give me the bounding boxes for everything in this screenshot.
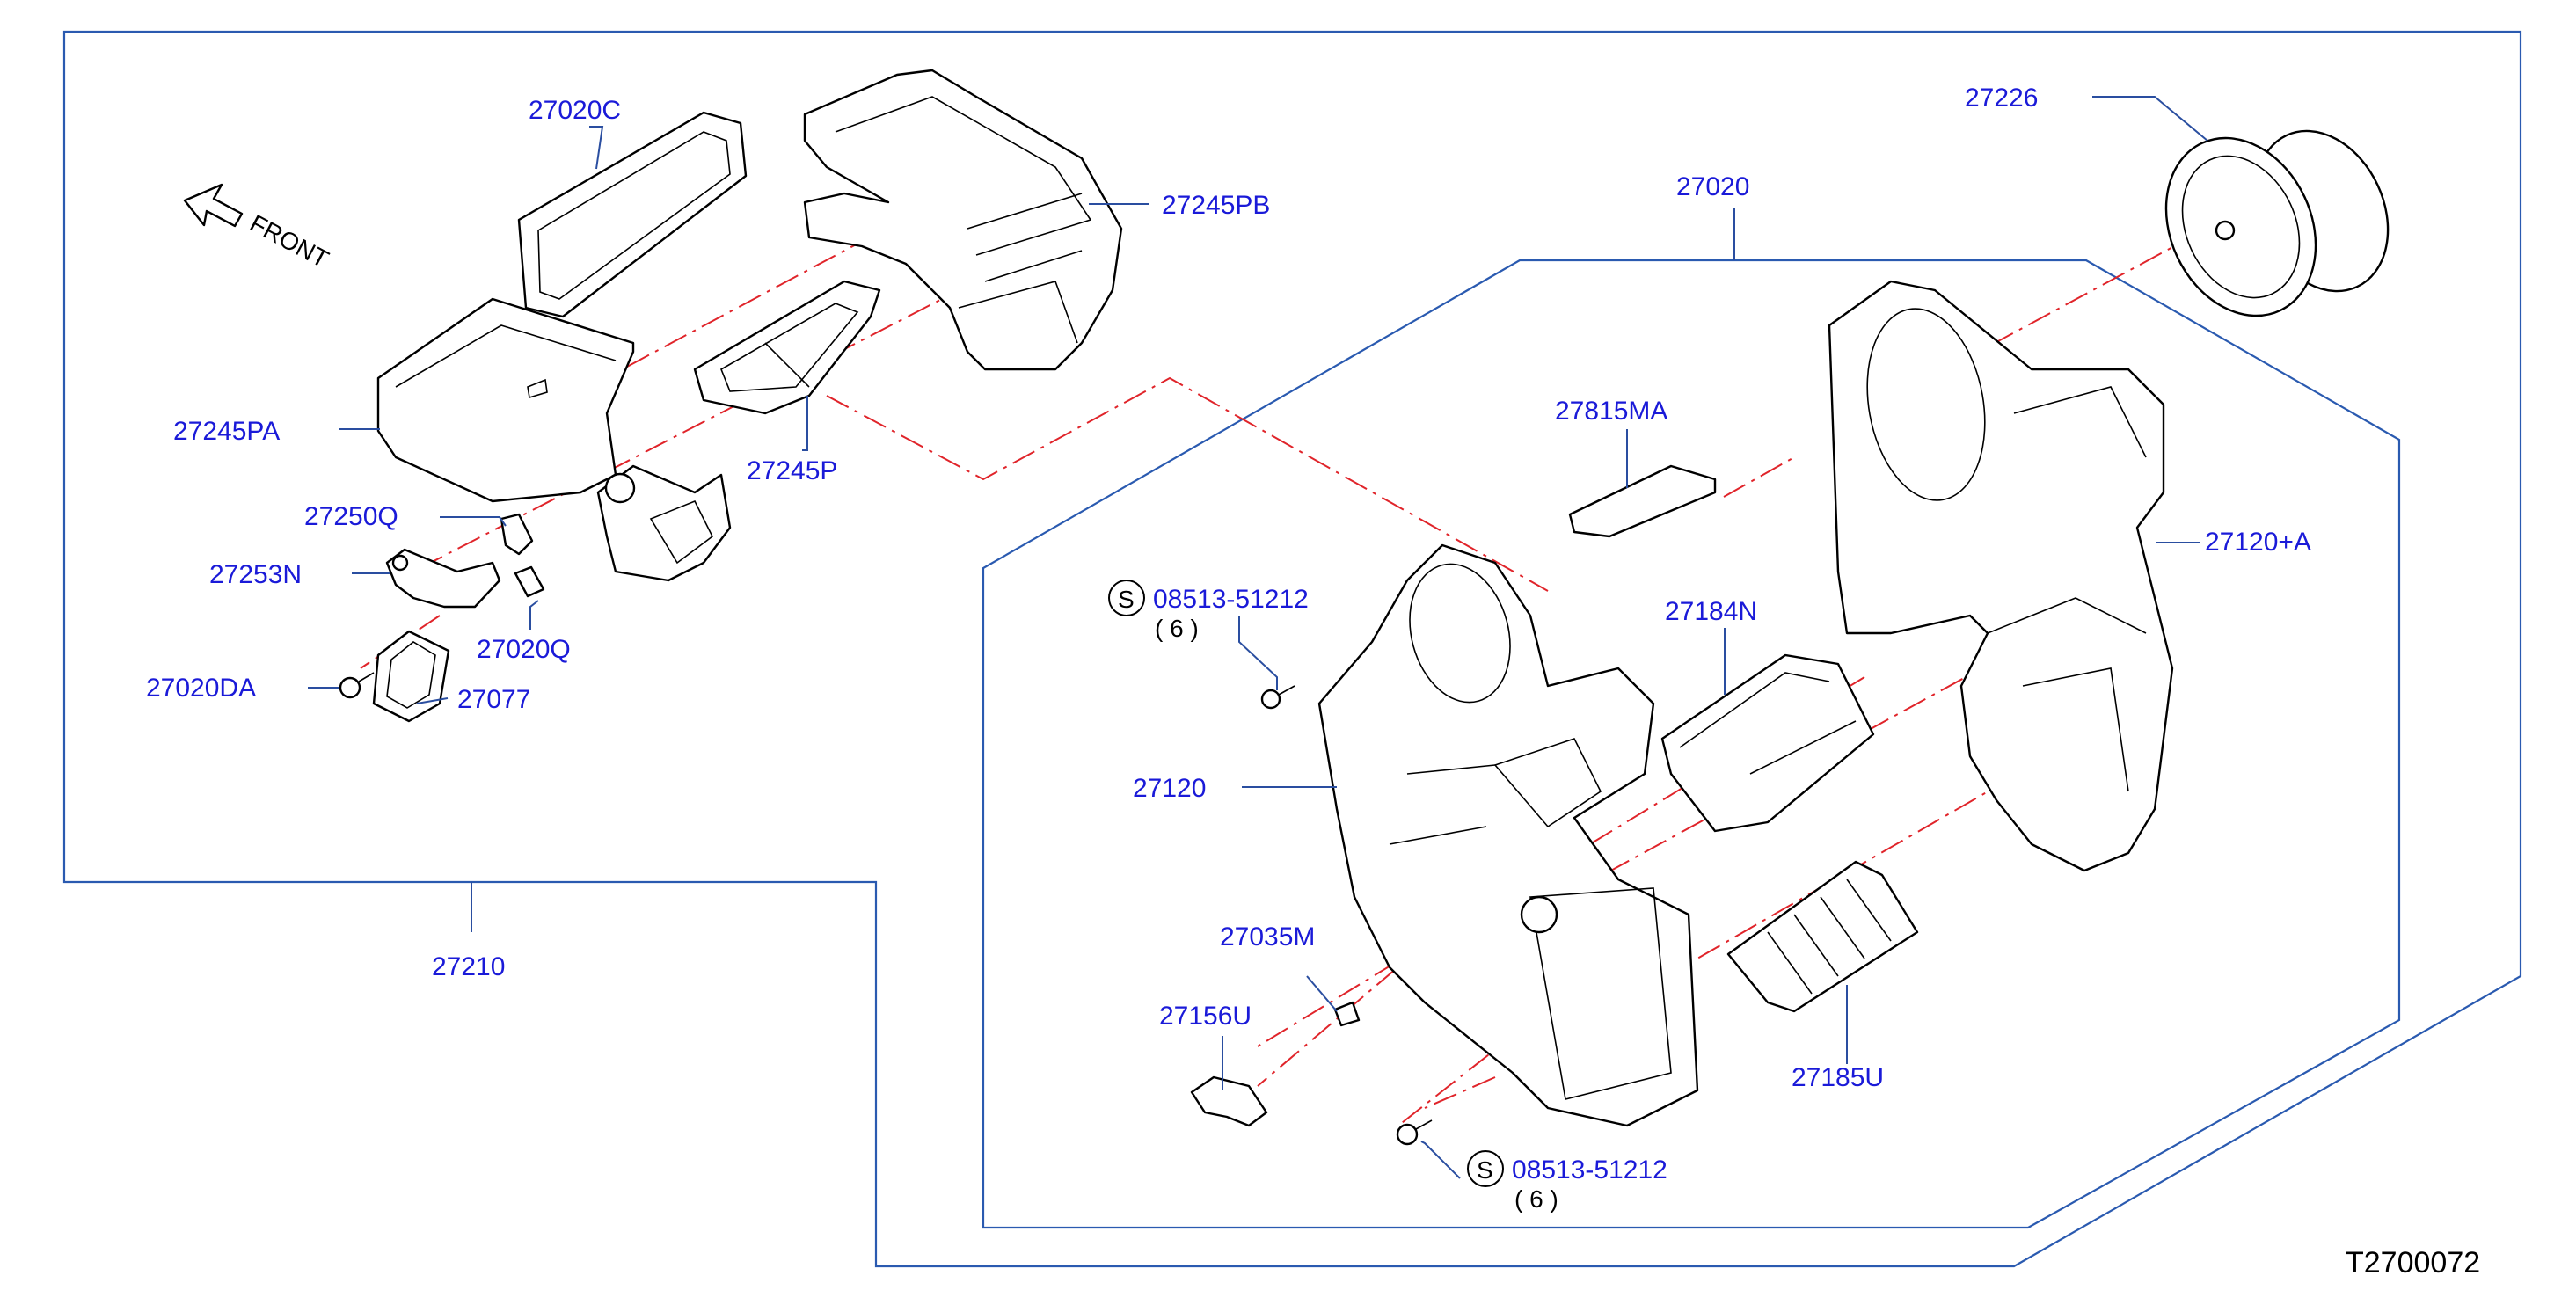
part-27077-actuator <box>372 630 450 723</box>
label-27184N: 27184N <box>1665 597 1757 626</box>
assembly-27210-boundary <box>62 30 2522 1268</box>
part-27184N-filter-case <box>1660 653 1875 833</box>
label-27120A: 27120+A <box>2205 528 2311 557</box>
label-27210: 27210 <box>432 952 505 981</box>
label-27156U: 27156U <box>1159 1002 1252 1031</box>
label-27185U: 27185U <box>1792 1063 1884 1092</box>
label-27250Q: 27250Q <box>304 502 398 531</box>
front-arrow-icon <box>183 183 244 228</box>
label-27245PA: 27245PA <box>173 417 280 446</box>
label-27035M: 27035M <box>1220 922 1315 951</box>
part-27120A-housing <box>1828 280 2174 872</box>
part-27250Q-link <box>500 513 534 556</box>
label-27815MA: 27815MA <box>1555 397 1667 426</box>
part-27020C-gasket <box>517 111 748 318</box>
label-screw-top-qty: ( 6 ) <box>1155 615 1199 642</box>
part-27253N-lever <box>385 548 501 609</box>
part-27185U-filter <box>1726 860 1919 1013</box>
part-27245PA-duct <box>376 297 635 503</box>
label-27020DA: 27020DA <box>146 674 256 703</box>
label-27245P: 27245P <box>747 456 837 485</box>
label-screw-bottom: 08513-51212 <box>1512 1156 1667 1185</box>
part-27120-heater-unit <box>1317 543 1699 1127</box>
part-27035M-clip <box>1333 1001 1361 1027</box>
part-27245P-duct <box>693 280 881 415</box>
screw-s-symbol-text: S <box>1118 586 1135 613</box>
label-27226: 27226 <box>1965 84 2038 113</box>
label-27245PB: 27245PB <box>1162 191 1270 220</box>
leader-lines <box>308 96 2208 1179</box>
part-27020DA-screw <box>339 672 375 699</box>
label-27020Q: 27020Q <box>477 635 571 664</box>
part-27156U-lever <box>1190 1075 1268 1127</box>
label-screw-top: 08513-51212 <box>1153 585 1309 614</box>
screw-callout-top: S 08513-51212 ( 6 ) <box>1108 580 1309 642</box>
label-27020C: 27020C <box>529 96 621 125</box>
screw-s-symbol-icon <box>1467 1150 1504 1187</box>
part-actuator-bracket <box>596 464 732 582</box>
assembly-27020-boundary <box>982 259 2401 1229</box>
front-label: FRONT <box>245 209 333 273</box>
screw-callout-bottom: S 08513-51212 ( 6 ) <box>1467 1150 1667 1213</box>
label-27077: 27077 <box>457 685 530 714</box>
label-27120: 27120 <box>1133 774 1206 803</box>
screw-s-symbol-text: S <box>1477 1156 1493 1184</box>
diagram-id: T2700072 <box>2346 1246 2480 1279</box>
part-27815MA-bracket <box>1568 464 1717 538</box>
label-27020: 27020 <box>1676 172 1749 201</box>
part-27020Q-clip <box>514 565 545 598</box>
screw-s-symbol-icon <box>1108 580 1145 616</box>
label-screw-bottom-qty: ( 6 ) <box>1514 1185 1558 1213</box>
label-27253N: 27253N <box>209 560 302 589</box>
part-27245PB-duct <box>803 69 1123 371</box>
screw-top <box>1260 685 1295 710</box>
screw-bottom <box>1396 1119 1433 1146</box>
part-27226-blower-motor <box>2164 129 2390 317</box>
